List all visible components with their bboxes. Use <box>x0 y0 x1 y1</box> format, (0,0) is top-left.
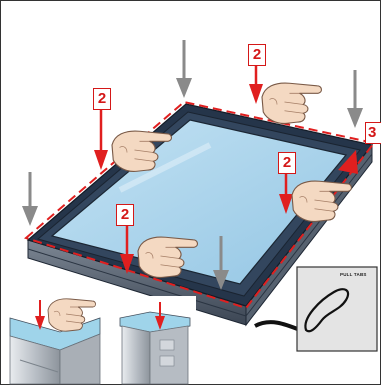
step-arrow <box>249 66 263 104</box>
step-number-bottom: 2 <box>116 204 134 226</box>
press-arrow <box>22 172 38 226</box>
step-number-right: 2 <box>278 152 296 174</box>
press-arrow <box>347 70 363 128</box>
step-arrow <box>94 108 108 170</box>
step-number-left: 2 <box>93 88 111 110</box>
hand-icon <box>262 83 321 123</box>
pull-tabs-label: PULL TABS <box>340 272 367 277</box>
detail-inset-corner <box>8 296 112 384</box>
step-number-top: 2 <box>248 44 266 66</box>
hand-icon <box>292 181 351 221</box>
press-arrow <box>176 40 192 98</box>
frame-profile-icon <box>116 296 196 384</box>
step-number-corner: 3 <box>365 122 381 144</box>
